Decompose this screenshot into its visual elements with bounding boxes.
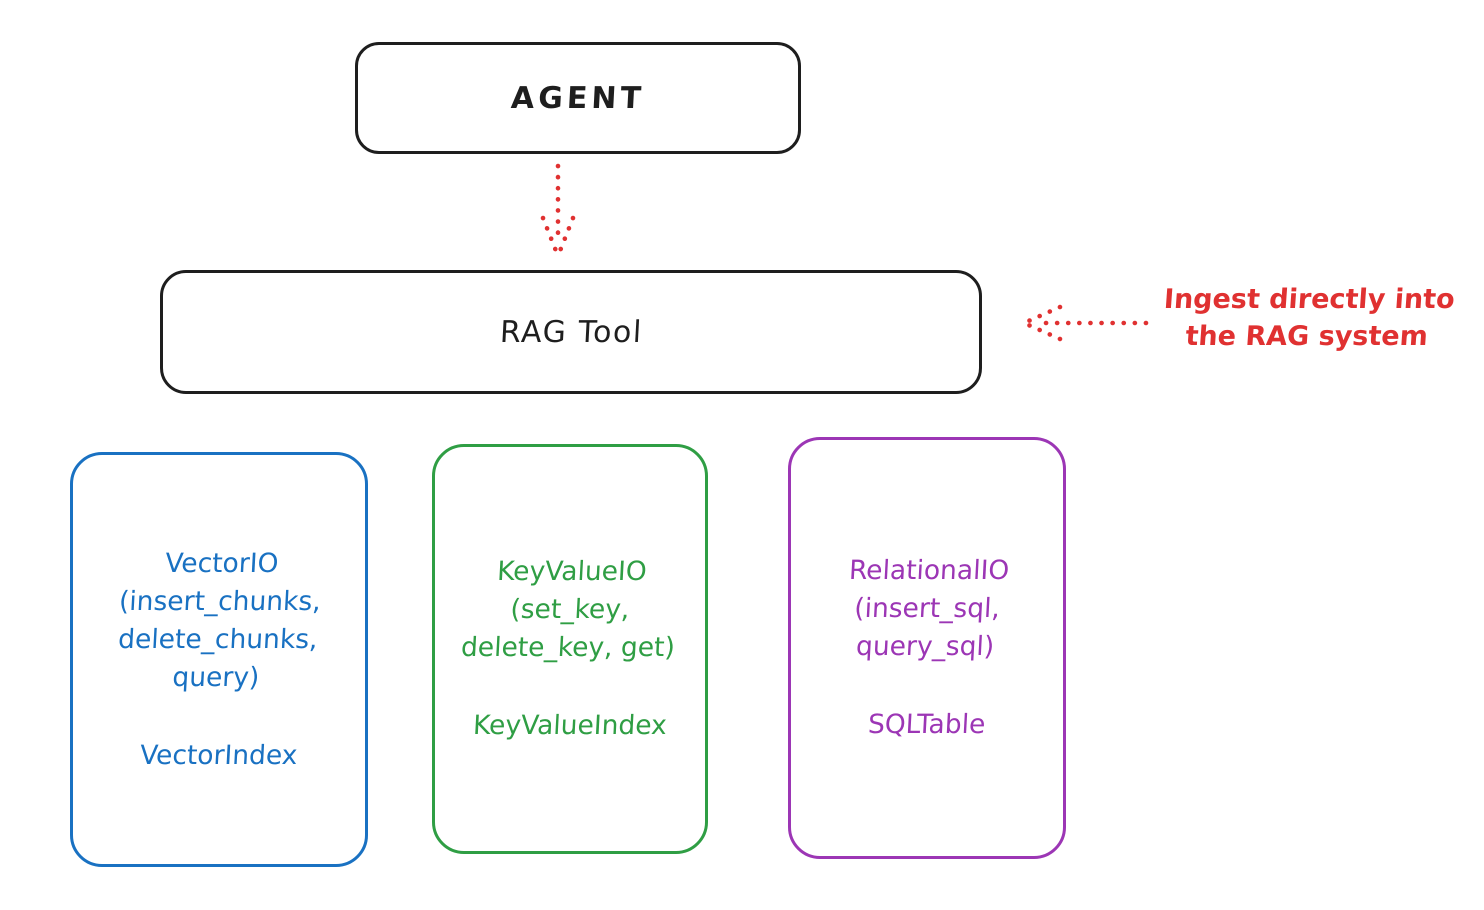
keyvalue-io-line3: delete_key, get) [460,632,676,663]
relational-io-box: RelationalIO (insert_sql, query_sql) SQL… [788,437,1066,859]
arrowhead-right-stroke [555,215,576,259]
vector-io-title: VectorIO (insert_chunks, delete_chunks, … [114,545,324,697]
relational-io-line1: RelationalIO [848,555,1010,586]
agent-label: AGENT [510,80,646,116]
relational-io-line3: query_sql) [855,631,995,662]
vector-io-line4: query) [171,661,261,693]
ingest-annotation-line1: Ingest directly into [1162,284,1456,315]
ingest-arrow [1021,304,1149,342]
keyvalue-io-line2: (set_key, [509,594,631,625]
vector-index-label: VectorIndex [139,739,299,771]
rag-tool-label: RAG Tool [498,314,644,350]
ingest-annotation: Ingest directly into the RAG system [1129,281,1484,355]
keyvalue-index-label: KeyValueIndex [472,710,668,741]
arrowhead-left-stroke [540,215,561,259]
relational-io-title: RelationalIO (insert_sql, query_sql) [844,552,1010,666]
rag-tool-node: RAG Tool [160,270,982,394]
vector-io-line1: VectorIO [164,547,280,579]
keyvalue-io-line1: KeyValueIO [496,556,648,587]
keyvalue-io-title: KeyValueIO (set_key, delete_key, get) [460,553,680,667]
relational-io-line2: (insert_sql, [853,593,1001,624]
arrowhead-top-stroke [1021,304,1063,326]
arrowhead-bottom-stroke [1021,320,1063,342]
vector-io-line3: delete_chunks, [117,623,319,655]
vector-io-box: VectorIO (insert_chunks, delete_chunks, … [70,452,368,867]
agent-node: AGENT [355,42,801,154]
agent-to-ragtool-arrow [540,163,576,259]
vector-io-line2: (insert_chunks, [118,585,322,617]
keyvalue-io-box: KeyValueIO (set_key, delete_key, get) Ke… [432,444,708,854]
sqltable-label: SQLTable [867,709,987,740]
ingest-annotation-line2: the RAG system [1184,321,1429,352]
